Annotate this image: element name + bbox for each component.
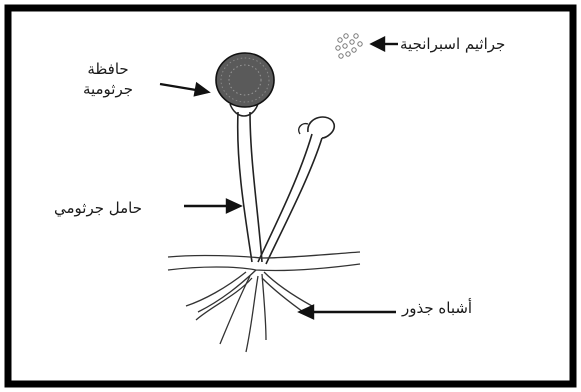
sporangiophore-arrow-head — [227, 200, 240, 212]
rhizoids-label: أشباه جذور — [402, 298, 472, 318]
young-stalk-left-edge — [258, 134, 312, 262]
rhizoids-arrow-head — [300, 306, 313, 318]
rhizoid-4 — [246, 276, 258, 352]
sporangium — [216, 53, 274, 107]
rhizoid-8 — [186, 272, 246, 306]
stolon-bottom — [168, 264, 360, 271]
sporangium-label-line1: حافظة — [64, 59, 152, 79]
sporangium-arrow-head — [195, 84, 208, 95]
spores-cluster — [336, 34, 362, 58]
young-stalk-right-edge — [266, 138, 322, 264]
sporangiophore-label: حامل جرثومي — [54, 198, 142, 218]
sporangium-arrow-line — [160, 84, 196, 90]
rhizoid-5 — [262, 274, 266, 340]
rhizoid-7 — [262, 278, 306, 314]
rhizoid-1 — [198, 270, 256, 312]
sporangiophore-right-edge — [250, 112, 262, 262]
stolon-top — [168, 252, 360, 258]
young-sporangium-lip — [299, 124, 308, 134]
sporangium-label-line2: جرثومية — [64, 79, 152, 99]
spores-label: جراثيم اسبرانجية — [400, 34, 505, 54]
sporangium-label: حافظة جرثومية — [64, 59, 152, 99]
rhizoid-3 — [220, 276, 250, 344]
spores-arrow-head — [372, 38, 384, 50]
